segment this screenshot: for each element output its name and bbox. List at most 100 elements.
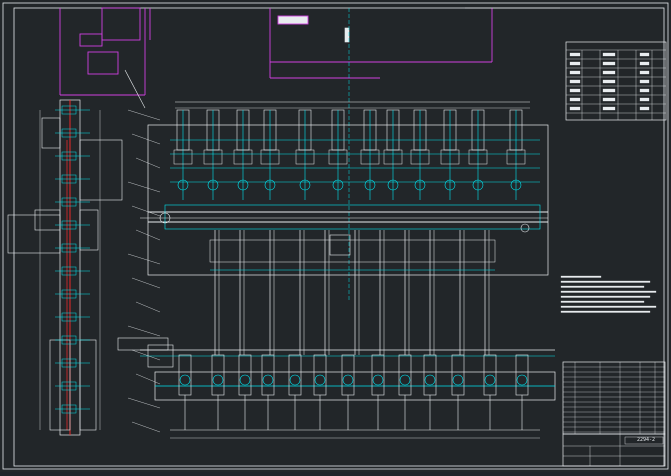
layout-room xyxy=(87,51,119,75)
layout-label-box xyxy=(277,15,309,25)
spec-cell-text xyxy=(602,106,616,111)
side-cyan-part xyxy=(61,289,77,299)
spec-cell-text xyxy=(639,88,650,93)
front-lower-gear xyxy=(424,374,436,386)
front-top-collar xyxy=(506,149,526,165)
front-lower-gear xyxy=(452,374,464,386)
title-block: 2294-2 xyxy=(562,433,666,467)
spec-cell-text xyxy=(569,70,581,75)
front-top-collar xyxy=(468,149,488,165)
front-top-collar xyxy=(233,149,253,165)
leader-line xyxy=(131,349,161,361)
side-cyan-part xyxy=(61,220,77,230)
outer-border xyxy=(2,2,669,470)
technical-notes xyxy=(560,275,657,313)
side-motor xyxy=(7,214,61,254)
note-line xyxy=(560,300,645,303)
front-top-collar xyxy=(440,149,460,165)
spec-cell-text xyxy=(602,88,616,93)
front-motor xyxy=(117,337,169,351)
front-lower-gear xyxy=(399,374,411,386)
front-top-gear xyxy=(237,179,249,191)
side-cyan-part xyxy=(61,128,77,138)
front-lower-gear xyxy=(212,374,224,386)
leader-line xyxy=(135,373,161,385)
front-cyan-rail xyxy=(164,204,541,230)
spec-cell-text xyxy=(639,52,650,57)
front-top-gear xyxy=(299,179,311,191)
leader-line xyxy=(131,205,161,217)
front-top-gear xyxy=(444,179,456,191)
leader-line xyxy=(127,325,161,337)
title-block-border xyxy=(562,433,666,467)
front-top-gear xyxy=(414,179,426,191)
side-cyan-part xyxy=(61,197,77,207)
spec-cell-text xyxy=(569,106,581,111)
spec-cell-text xyxy=(569,79,581,84)
leader-line xyxy=(135,157,161,169)
layout-marker xyxy=(344,27,350,43)
front-lower-gear xyxy=(239,374,251,386)
side-lower xyxy=(79,339,97,431)
layout-room xyxy=(79,33,103,47)
leader-line xyxy=(124,69,146,109)
front-top-collar xyxy=(410,149,430,165)
front-top-collar xyxy=(360,149,380,165)
spec-cell-text xyxy=(569,52,581,57)
side-cyan-part xyxy=(61,404,77,414)
front-pulley xyxy=(520,223,530,233)
note-line xyxy=(560,275,602,278)
leader-line xyxy=(127,397,161,409)
leader-line xyxy=(135,229,161,241)
side-cyan-part xyxy=(61,243,77,253)
spec-cell-text xyxy=(569,97,581,102)
front-top-gear xyxy=(387,179,399,191)
note-line xyxy=(560,310,651,313)
side-motor-flange xyxy=(34,209,61,231)
spec-cell-text xyxy=(639,79,650,84)
spec-cell-text xyxy=(602,97,616,102)
side-cyan-part xyxy=(61,312,77,322)
spec-cell-text xyxy=(602,52,616,57)
front-lower-gear xyxy=(342,374,354,386)
front-top-gear xyxy=(510,179,522,191)
spec-table-border xyxy=(565,41,667,121)
side-bracket xyxy=(79,209,99,251)
front-top-gear xyxy=(472,179,484,191)
side-cyan-part xyxy=(61,358,77,368)
layout-room xyxy=(101,7,141,41)
leader-line xyxy=(127,181,161,193)
front-top-collar xyxy=(295,149,315,165)
front-drive-box xyxy=(329,234,351,256)
leader-line xyxy=(131,421,161,433)
side-elevation-view xyxy=(7,99,123,436)
spec-cell-text xyxy=(569,88,581,93)
parts-list-table xyxy=(562,361,666,435)
drawing-frame xyxy=(2,2,669,470)
note-line xyxy=(560,280,651,283)
front-lower-gear xyxy=(484,374,496,386)
side-housing xyxy=(79,139,123,201)
title-number-box xyxy=(624,436,664,445)
spec-cell-text xyxy=(639,61,650,66)
spec-cell-text xyxy=(602,70,616,75)
spec-cell-text xyxy=(602,61,616,66)
side-cyan-part xyxy=(61,266,77,276)
leader-line xyxy=(127,253,161,265)
inner-border xyxy=(13,7,665,467)
spec-table xyxy=(565,41,667,121)
front-top-collar xyxy=(203,149,223,165)
spec-cell-text xyxy=(639,70,650,75)
front-top-gear xyxy=(177,179,189,191)
front-lower-gear xyxy=(179,374,191,386)
front-top-collar xyxy=(173,149,193,165)
front-top-collar xyxy=(260,149,280,165)
front-lower-gear xyxy=(289,374,301,386)
parts-table-border xyxy=(562,361,666,435)
drawing-number: 2294-2 xyxy=(637,437,655,443)
note-line xyxy=(560,290,657,293)
front-top-collar xyxy=(328,149,348,165)
front-top-gear xyxy=(364,179,376,191)
